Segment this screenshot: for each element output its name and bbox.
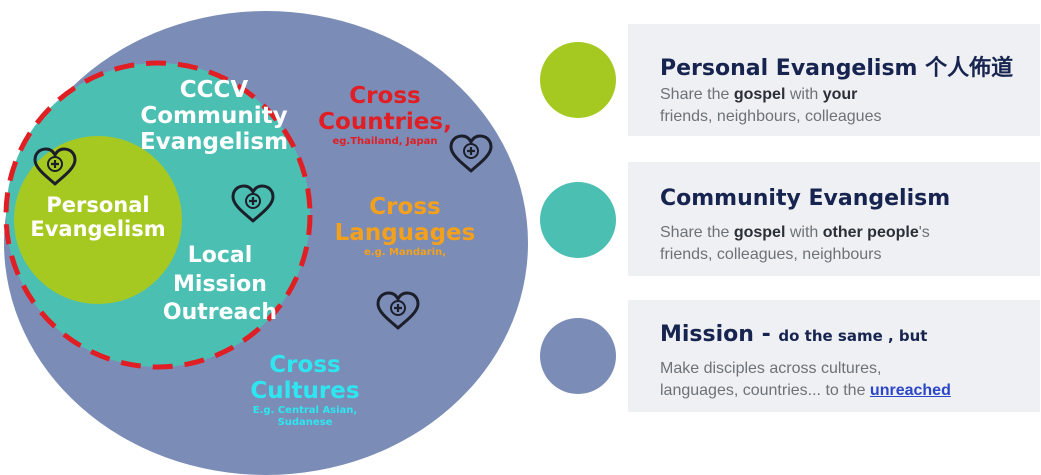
countries-line1: Cross: [349, 83, 421, 109]
countries-line2: Countries,: [318, 108, 452, 135]
legend-mission-title: Mission - do the same , but: [660, 322, 927, 347]
languages-example: e.g. Mandarin,: [363, 246, 447, 258]
languages-line1: Cross: [369, 194, 441, 220]
legend-community-title: Community Evangelism: [660, 186, 951, 211]
desc-text: 's: [918, 224, 930, 241]
cccv-community-label: CCCV Community Evangelism: [118, 77, 310, 155]
cultures-example-1: E.g. Central Asian,: [252, 404, 358, 416]
desc-text: friends, neighbours, colleagues: [660, 108, 882, 126]
desc-bold: other people: [822, 224, 919, 241]
desc-text: Make disciples across cultures,: [660, 360, 882, 377]
title-main: Mission -: [660, 322, 779, 347]
evangelism-diagram: [3, 11, 528, 475]
legend-community-dot: [540, 182, 616, 258]
local-line1: Local: [187, 243, 253, 268]
cultures-example-2: Sudanese: [277, 416, 333, 428]
personal-line2: Evangelism: [30, 216, 166, 241]
legend-mission: Mission - do the same , but Make discipl…: [0, 300, 1041, 412]
title-small: do the same , but: [778, 327, 928, 345]
cross-cultures-label: Cross Cultures E.g. Central Asian, Sudan…: [225, 352, 385, 429]
local-line3: Outreach: [162, 300, 278, 326]
personal-line1: Personal: [46, 193, 150, 217]
cultures-line2: Cultures: [250, 377, 360, 404]
languages-line2: Languages: [334, 219, 476, 246]
legend-community: Community Evangelism Share the gospel wi…: [0, 162, 1041, 276]
desc-bold: gospel: [733, 224, 786, 241]
desc-text: Share the: [660, 86, 734, 103]
legend-mission-dot: [540, 318, 616, 394]
cccv-line3: Evangelism: [139, 128, 289, 155]
local-line2: Mission: [173, 271, 267, 297]
desc-text: friends, colleagues, neighbours: [660, 246, 882, 264]
cross-countries-label: Cross Countries, eg.Thailand, Japan: [305, 83, 465, 148]
legend-community-desc: Share the gospel with other people's fri…: [660, 222, 930, 267]
cultures-line1: Cross: [269, 352, 341, 378]
desc-text: with: [785, 86, 823, 103]
personal-evangelism-label: Personal Evangelism: [14, 193, 182, 241]
legend-personal-dot: [540, 42, 616, 118]
cccv-line2: Community: [140, 102, 288, 129]
legend-community-box: Community Evangelism Share the gospel wi…: [628, 162, 1040, 276]
cross-languages-label: Cross Languages e.g. Mandarin,: [325, 194, 485, 259]
desc-bold: your: [822, 86, 858, 103]
community-dashed-border: [3, 60, 313, 370]
local-mission-outreach-label: Local Mission Outreach: [145, 242, 295, 328]
legend-personal-title: Personal Evangelism 个人佈道: [660, 56, 1014, 81]
desc-bold: gospel: [733, 86, 786, 103]
desc-text: languages, countries... to the: [660, 382, 870, 400]
legend-personal: Personal Evangelism 个人佈道 Share the gospe…: [0, 24, 1041, 136]
cccv-line1: CCCV: [179, 77, 249, 103]
legend-personal-desc: Share the gospel with your friends, neig…: [660, 84, 881, 129]
legend-mission-box: Mission - do the same , but Make discipl…: [628, 300, 1040, 412]
legend-personal-box: Personal Evangelism 个人佈道 Share the gospe…: [628, 24, 1040, 136]
personal-circle: [14, 136, 182, 304]
desc-text: Share the: [660, 224, 734, 241]
desc-text: with: [785, 224, 823, 241]
countries-example: eg.Thailand, Japan: [332, 135, 438, 147]
unreached-link[interactable]: unreached: [869, 382, 951, 400]
legend-mission-desc: Make disciples across cultures, language…: [660, 358, 951, 403]
